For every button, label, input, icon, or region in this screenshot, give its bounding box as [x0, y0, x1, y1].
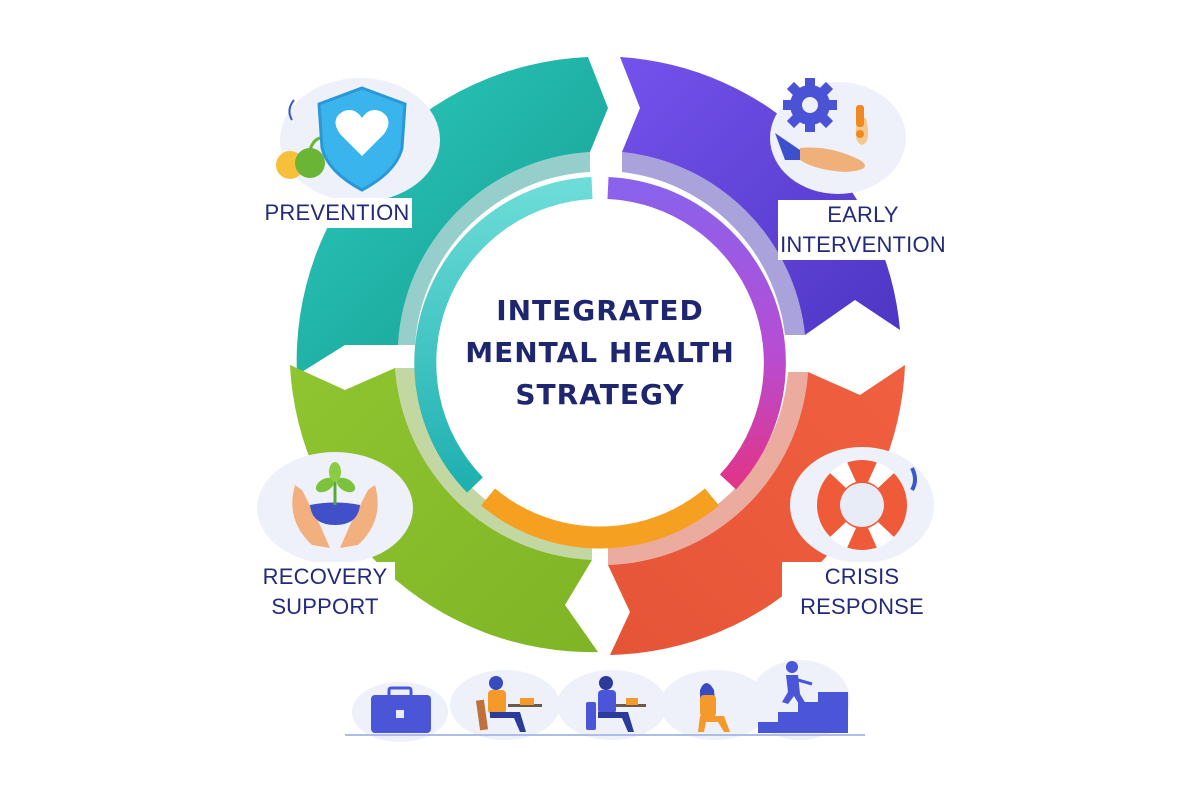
- inner-arc-purple-magenta: [607, 177, 786, 490]
- label-prevention-line-1: PREVENTION: [264, 200, 410, 225]
- person-seated-icon: [698, 683, 730, 732]
- inner-arc-orange: [480, 488, 720, 549]
- segment-recovery-support[interactable]: [290, 365, 598, 653]
- label-crisis-response: CRISIS RESPONSE: [782, 562, 942, 622]
- person-at-desk-icon: [475, 676, 542, 732]
- bottom-strip: [345, 660, 865, 742]
- person-at-laptop-icon: [586, 676, 646, 732]
- center-title-line-3: STRATEGY: [515, 378, 685, 411]
- gear-hand-alert-icon: [770, 78, 906, 194]
- label-recovery-support: RECOVERY SUPPORT: [255, 562, 395, 622]
- inner-ring: [414, 177, 786, 549]
- inner-arc-teal: [414, 177, 593, 493]
- label-crisis-response-line-1: CRISIS: [824, 564, 900, 589]
- label-recovery-support-line-2: SUPPORT: [271, 594, 379, 619]
- center-title-line-2: MENTAL HEALTH: [465, 336, 735, 369]
- label-early-intervention: EARLY INTERVENTION: [778, 200, 948, 260]
- lifebuoy-icon: [790, 447, 934, 563]
- segment-prevention[interactable]: [296, 57, 608, 375]
- label-crisis-response-line-2: RESPONSE: [800, 594, 924, 619]
- label-early-intervention-line-1: EARLY: [827, 202, 899, 227]
- segment-crisis-response[interactable]: [608, 365, 905, 655]
- label-prevention: PREVENTION: [262, 198, 412, 228]
- segment-early-intervention[interactable]: [620, 57, 900, 335]
- center-title-line-1: INTEGRATED: [496, 294, 704, 327]
- shield-heart-icon: [276, 78, 440, 202]
- label-recovery-support-line-1: RECOVERY: [262, 564, 388, 589]
- person-climbing-stairs-icon: [758, 661, 848, 733]
- outer-ring: [290, 57, 905, 655]
- hands-plant-icon: [257, 452, 413, 564]
- label-early-intervention-line-2: INTERVENTION: [780, 232, 946, 257]
- briefcase-icon: [371, 686, 431, 733]
- center-title: INTEGRATED MENTAL HEALTH STRATEGY: [440, 290, 760, 416]
